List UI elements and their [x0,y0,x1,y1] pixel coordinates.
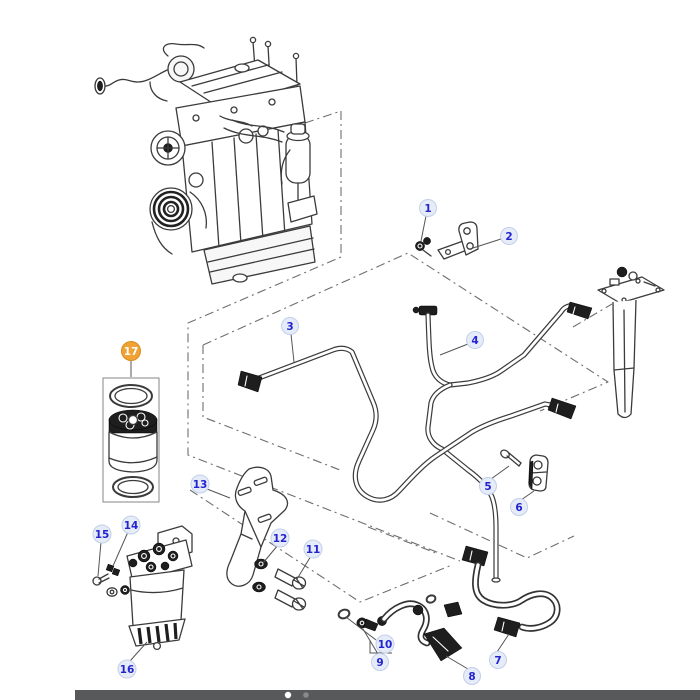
svg-text:7: 7 [494,655,501,667]
svg-text:13: 13 [193,479,208,491]
callout-11[interactable]: 11 [303,539,323,559]
callout-16[interactable]: 16 [117,659,137,679]
bolts-part-11 [274,568,307,611]
fuel-pipe-3 [237,345,577,503]
bolt-part-5 [500,449,522,467]
washers-part-12 [252,558,268,593]
callout-6[interactable]: 6 [510,498,528,516]
washers-part-14 [105,563,130,597]
fuel-filter-assembly-16 [126,525,193,651]
filter-kit-box-17 [102,377,160,503]
callout-12[interactable]: 12 [270,528,290,548]
horizontal-scrollbar[interactable] [75,690,700,700]
banjo-fitting-part-9 [356,617,379,632]
scrollbar-track[interactable] [75,690,700,700]
fuel-pipe-4 [412,301,593,583]
callout-14[interactable]: 14 [121,515,141,535]
svg-text:15: 15 [95,529,110,541]
bracket-part-2 [437,221,479,260]
callout-13[interactable]: 13 [190,474,210,494]
washer-part-10 [337,608,351,620]
svg-text:1: 1 [424,203,431,215]
svg-text:10: 10 [378,639,393,651]
svg-text:9: 9 [376,657,383,669]
scrollbar-thumb-dot[interactable] [284,691,292,699]
callout-4[interactable]: 4 [466,331,484,349]
svg-text:12: 12 [273,533,288,545]
svg-text:2: 2 [505,231,512,243]
fuel-hose-8 [377,600,463,662]
construction-lines [187,110,613,603]
callout-9[interactable]: 9 [371,653,389,671]
shield-bracket-13 [226,466,289,587]
callout-2[interactable]: 2 [500,227,518,245]
svg-text:8: 8 [468,671,475,683]
callout-1[interactable]: 1 [419,199,437,217]
callout-badges: 1 2 3 4 5 6 7 8 9 10 11 12 13 14 15 16 1… [92,199,528,685]
svg-text:6: 6 [515,502,522,514]
svg-text:16: 16 [120,664,135,676]
svg-text:17: 17 [124,346,139,358]
callout-7[interactable]: 7 [489,651,507,669]
callout-17-highlighted[interactable]: 17 [121,341,141,361]
clip-part-1 [415,237,432,257]
callout-8[interactable]: 8 [463,667,481,685]
callout-15[interactable]: 15 [92,524,112,544]
svg-text:14: 14 [124,520,139,532]
scrollbar-secondary-dot [303,692,309,698]
fuel-hose-7 [425,545,561,638]
svg-text:3: 3 [286,321,293,333]
svg-text:5: 5 [484,481,491,493]
callout-5[interactable]: 5 [479,477,497,495]
clamp-part-6 [528,454,549,492]
callout-10[interactable]: 10 [375,634,395,654]
svg-text:11: 11 [306,544,321,556]
fuel-sender-unit [597,266,665,419]
callout-3[interactable]: 3 [281,317,299,335]
bolt-part-15 [92,573,110,586]
svg-text:4: 4 [471,335,478,347]
engine-illustration [94,36,318,285]
